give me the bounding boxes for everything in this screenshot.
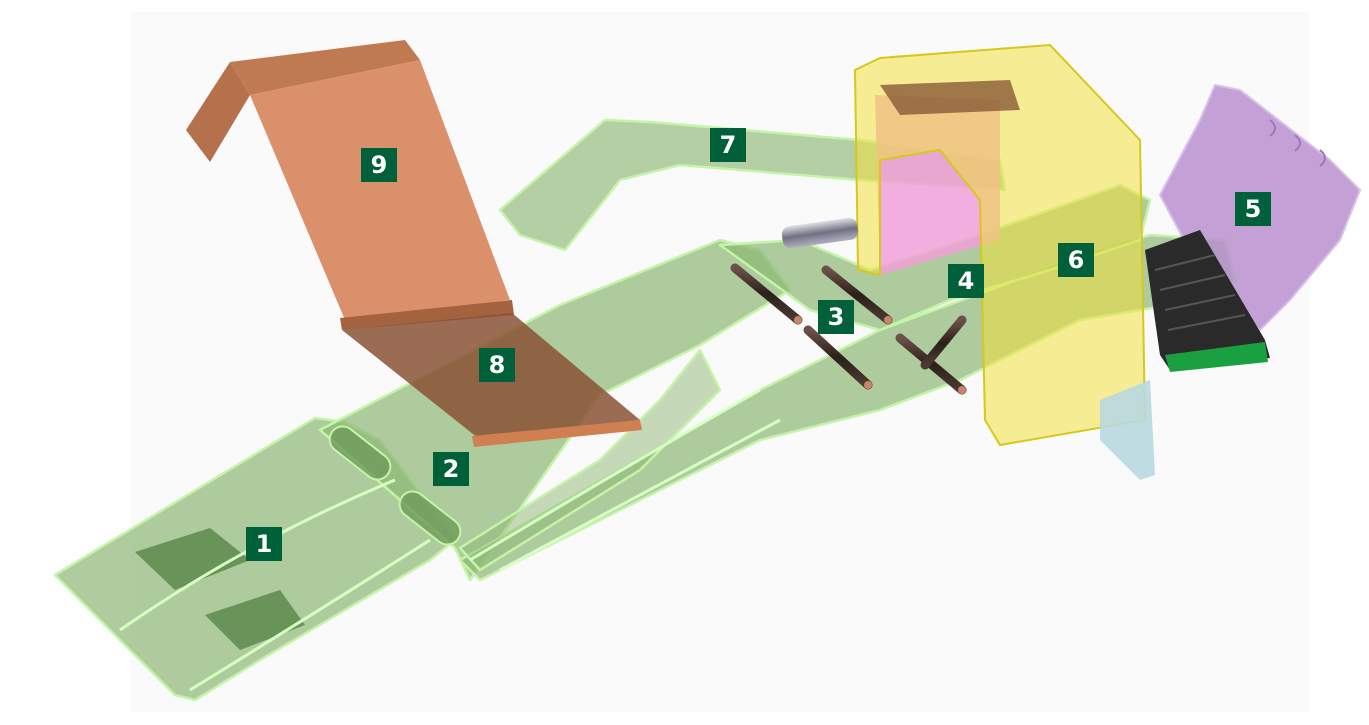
label-2: 2 — [433, 452, 469, 486]
label-9: 9 — [361, 148, 397, 182]
label-8: 8 — [479, 348, 515, 382]
silver-cylinder — [781, 217, 859, 249]
label-3: 3 — [818, 300, 854, 334]
label-4: 4 — [948, 264, 984, 298]
shade-patch — [135, 528, 250, 590]
shade-patch — [205, 590, 305, 650]
grill-unit — [1145, 230, 1270, 372]
label-7: 7 — [710, 128, 746, 162]
label-6: 6 — [1058, 243, 1094, 277]
blue-plate — [1100, 380, 1155, 480]
rollers — [328, 425, 462, 546]
label-5: 5 — [1235, 192, 1271, 226]
label-1: 1 — [246, 527, 282, 561]
enclosure-6 — [853, 43, 1147, 447]
rods — [730, 263, 967, 395]
